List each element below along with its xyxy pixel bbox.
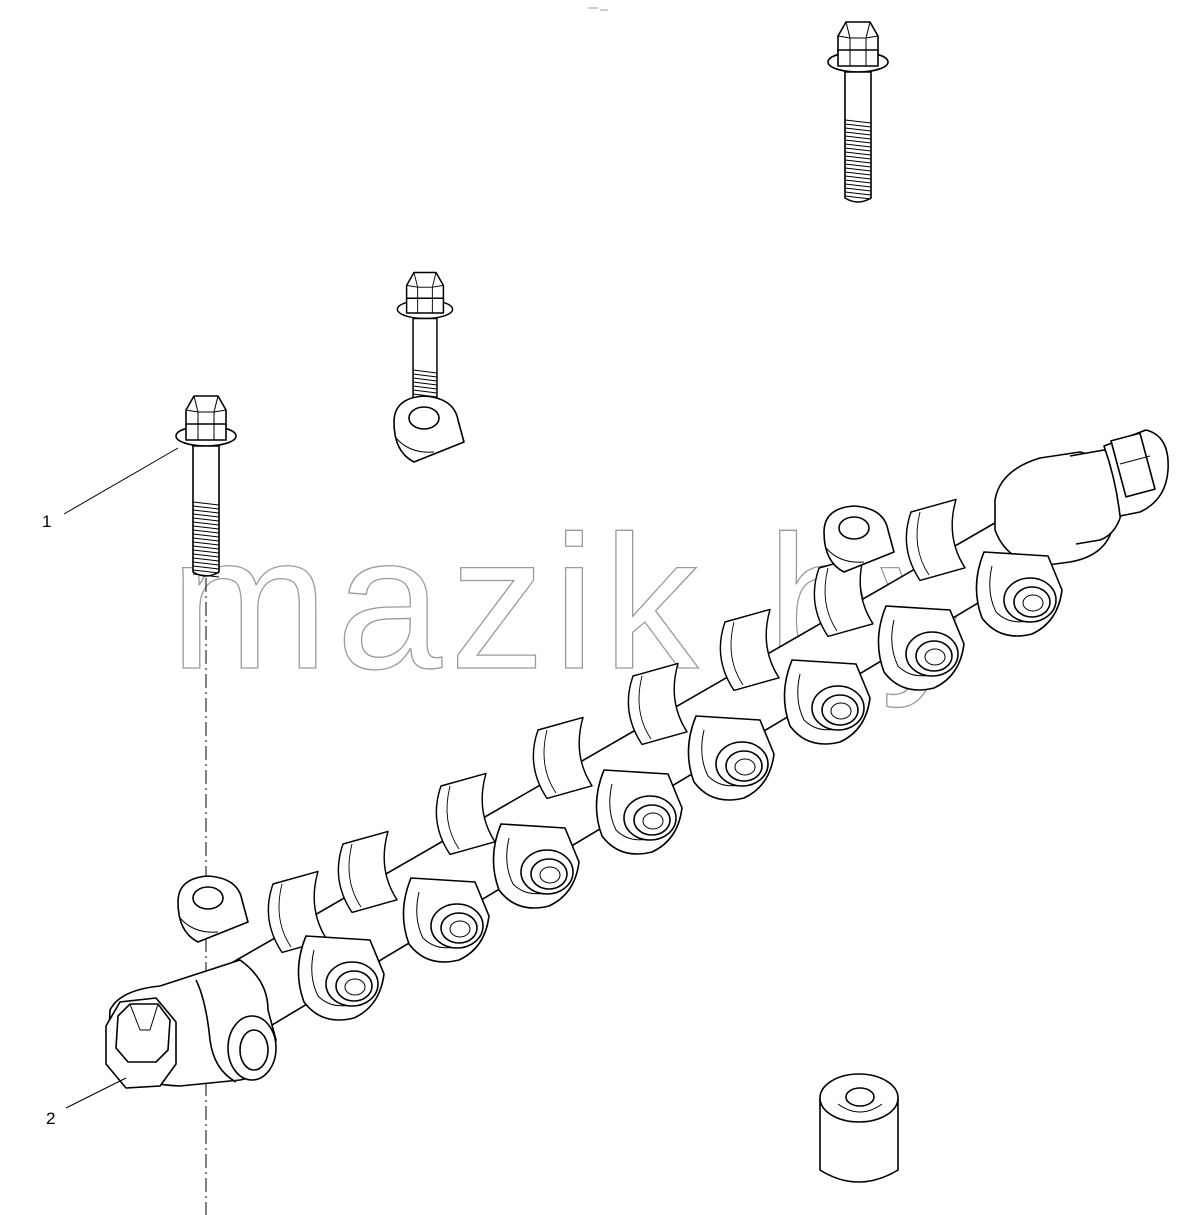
bolt-thread [192, 517, 220, 522]
bolt-icon-lower [175, 395, 237, 578]
bolt-thread [844, 191, 872, 196]
bolt-thread [844, 187, 872, 192]
end-plug-hex-icon [105, 997, 177, 1089]
bolt-thread [192, 529, 220, 534]
bolt-thread [844, 147, 872, 152]
fuel-rail-assembly [105, 395, 1169, 1089]
bolt-thread [192, 573, 220, 578]
leader-line-2 [65, 1077, 127, 1109]
bolt-thread [844, 131, 872, 136]
bolt-thread [844, 155, 872, 160]
bolt-thread [844, 179, 872, 184]
bolt-thread [192, 549, 220, 554]
callout-number-2: 2 [46, 1109, 55, 1128]
bolt-thread [844, 195, 872, 200]
bolt-thread [192, 557, 220, 562]
mounting-tab-1 [177, 875, 249, 943]
bolt-thread [412, 369, 438, 374]
bolt-thread [412, 377, 438, 382]
bolt-thread [412, 389, 438, 394]
bolt-thread [844, 119, 872, 124]
bolt-thread [844, 123, 872, 128]
mounting-tab-2 [393, 395, 465, 463]
bolt-thread [844, 151, 872, 156]
bolt-icon-upper [827, 21, 889, 203]
bolt-thread [192, 545, 220, 550]
injector-port-5 [687, 715, 775, 801]
bolt-thread [844, 159, 872, 164]
bolt-thread [192, 509, 220, 514]
bolt-thread [192, 561, 220, 566]
bolt-thread [844, 163, 872, 168]
bolt-thread [844, 183, 872, 188]
bolt-thread [192, 501, 220, 506]
bolt-thread [192, 505, 220, 510]
leader-line-1 [63, 447, 179, 515]
bolt-thread [844, 171, 872, 176]
bolt-thread [844, 143, 872, 148]
injector-port-2 [402, 877, 490, 963]
callout-number-1: 1 [42, 512, 51, 531]
bolt-thread [412, 373, 438, 378]
injector-port-3 [492, 823, 580, 909]
bolt-thread [844, 135, 872, 140]
bolt-thread [844, 175, 872, 180]
injector-port-4 [595, 769, 683, 855]
bolt-thread [412, 385, 438, 390]
bolt-thread [192, 513, 220, 518]
bolt-thread [844, 167, 872, 172]
spacer-sleeve-icon [819, 1073, 899, 1183]
bolt-thread [192, 569, 220, 574]
bolt-thread [192, 553, 220, 558]
injector-port-6 [783, 659, 871, 745]
bolt-thread [844, 139, 872, 144]
bolt-thread [192, 525, 220, 530]
bolt-thread [192, 533, 220, 538]
bolt-thread [192, 541, 220, 546]
bolt-thread [192, 521, 220, 526]
bolt-thread [844, 127, 872, 132]
bolt-thread [412, 381, 438, 386]
injector-port-1 [297, 935, 385, 1021]
bolt-thread [192, 565, 220, 570]
bolt-thread [192, 537, 220, 542]
pressure-sensor [994, 429, 1169, 567]
injector-port-8 [975, 551, 1063, 637]
scan-artifact [588, 7, 608, 11]
